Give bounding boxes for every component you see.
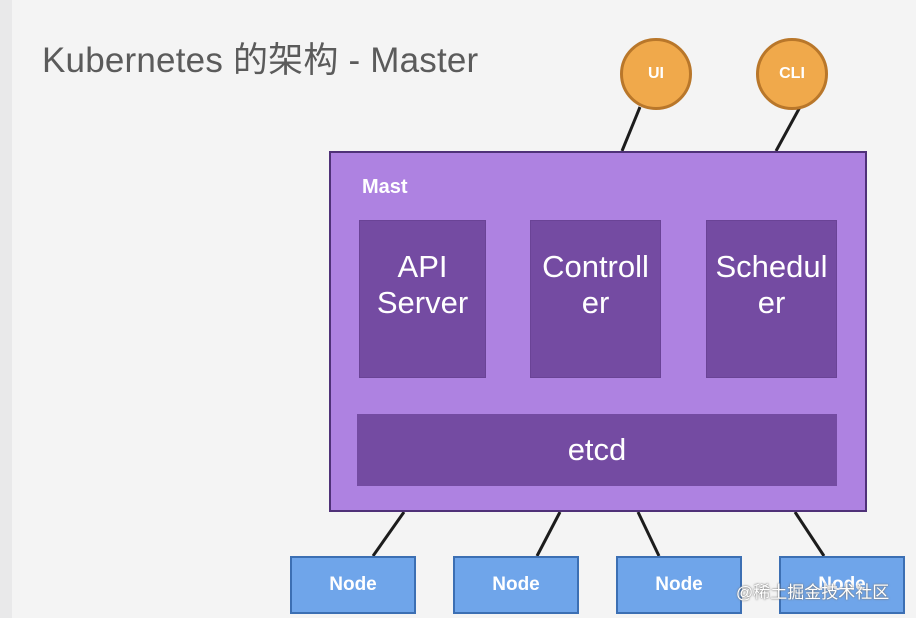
cli-client-label: CLI xyxy=(779,65,805,82)
connector-master-node-2 xyxy=(535,511,562,557)
api-server-box: API Server xyxy=(359,220,486,378)
watermark-text: @稀土掘金技术社区 xyxy=(736,583,890,602)
cli-client-circle: CLI xyxy=(756,38,828,110)
master-box: Mast API Server Controll er Schedul er e… xyxy=(329,151,867,512)
connector-ui-master xyxy=(620,106,642,152)
left-margin-bar xyxy=(0,0,12,618)
node-label: Node xyxy=(818,574,866,595)
scheduler-box: Schedul er xyxy=(706,220,837,378)
node-label: Node xyxy=(492,574,540,595)
master-label: Mast xyxy=(362,176,408,198)
etcd-box: etcd xyxy=(357,414,837,486)
etcd-label: etcd xyxy=(567,432,627,467)
scheduler-label: Schedul er xyxy=(715,249,828,320)
node-box-1: Node xyxy=(290,556,416,614)
connector-cli-master xyxy=(774,106,802,152)
diagram-title: Kubernetes 的架构 - Master xyxy=(42,41,479,80)
api-server-label: API Server xyxy=(376,249,469,320)
node-label: Node xyxy=(655,574,703,595)
ui-client-circle: UI xyxy=(620,38,692,110)
connector-master-node-4 xyxy=(793,511,826,557)
node-box-4: Node xyxy=(779,556,905,614)
node-label: Node xyxy=(329,574,377,595)
controller-box: Controll er xyxy=(530,220,661,378)
node-box-3: Node xyxy=(616,556,742,614)
connector-master-node-1 xyxy=(371,511,406,557)
ui-client-label: UI xyxy=(648,65,664,82)
controller-label: Controll er xyxy=(542,249,649,320)
connector-master-node-3 xyxy=(636,511,661,557)
node-box-2: Node xyxy=(453,556,579,614)
